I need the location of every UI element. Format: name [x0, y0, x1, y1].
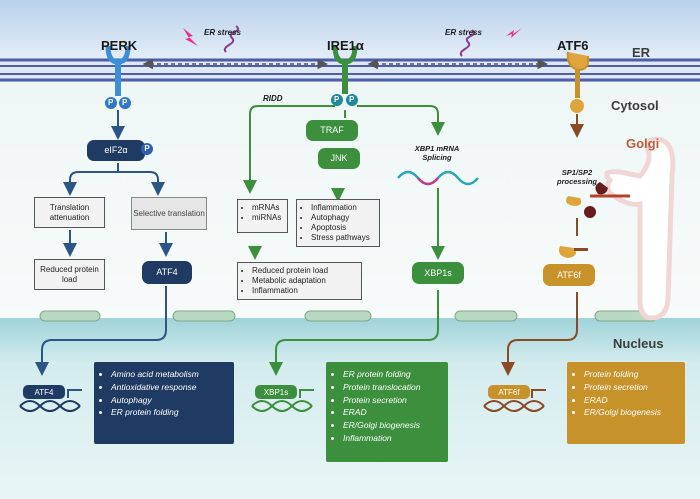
- atf6f-target-item: ERAD: [584, 394, 679, 407]
- jnk-outcome-item: Apoptosis: [311, 223, 376, 233]
- xbp1s-target-item: Protein secretion: [343, 394, 442, 407]
- ridd-outcome-item: Reduced protein load: [252, 266, 358, 276]
- xbp1s-target-item: Protein translocation: [343, 381, 442, 394]
- traf-node: TRAF: [306, 120, 358, 141]
- perk-title: PERK: [101, 38, 138, 53]
- xbp1-splicing-label: XBP1 mRNA Splicing: [414, 144, 460, 163]
- lightning-icon: [183, 28, 522, 46]
- jnk-node: JNK: [318, 148, 360, 169]
- selective-translation-box: Selective translation: [131, 197, 207, 230]
- perk-receptor: [105, 45, 131, 109]
- ridd-label: RIDD: [263, 94, 283, 103]
- atf6-arrows: [501, 114, 584, 376]
- jnk-outcome-item: Inflammation: [311, 203, 376, 213]
- region-er-label: ER: [632, 45, 651, 60]
- phospho-label: P: [122, 98, 128, 107]
- dna-atf6-icon: [483, 389, 546, 412]
- xbp1s-target-item: ERAD: [343, 406, 442, 419]
- atf4-nuclear-tag: ATF4: [23, 385, 65, 399]
- eif2a-node: eIF2α: [87, 140, 145, 161]
- ridd-outcome-item: Inflammation: [252, 286, 358, 296]
- xbp1s-target-item: ER protein folding: [343, 368, 442, 381]
- atf4-target-item: ER protein folding: [111, 406, 228, 419]
- sp1-sp2-processing-label: SP1/SP2 processing: [556, 168, 597, 187]
- jnk-outcome-item: Stress pathways: [311, 233, 376, 243]
- unfolded-protein-icon: [223, 25, 475, 57]
- reduced-protein-load-box: Reduced protein load: [34, 259, 105, 290]
- atf6f-target-item: Protein folding: [584, 368, 679, 381]
- protease-icon: [566, 182, 630, 218]
- xbp1s-target-item: ER/Golgi biogenesis: [343, 419, 442, 432]
- dna-perk-icon: [19, 389, 82, 412]
- atf6-fragment-icon: [559, 246, 588, 258]
- rna-target-item: miRNAs: [252, 213, 284, 223]
- er-lumen-bg: [0, 0, 700, 60]
- atf6f-targets-box: Protein foldingProtein secretionERADER/G…: [567, 362, 685, 444]
- atf6-title: ATF6: [557, 38, 589, 53]
- rna-target-item: mRNAs: [252, 203, 284, 213]
- xbp1s-node: XBP1s: [412, 262, 464, 284]
- atf4-targets-box: Amino acid metabolismAntioxidative respo…: [94, 362, 234, 444]
- ire1a-title: IRE1α: [327, 38, 364, 53]
- eif2a-phospho: P: [141, 143, 153, 155]
- dna-ire1-icon: [251, 389, 314, 412]
- translation-attenuation-box: Translation attenuation: [34, 197, 105, 228]
- atf6f-target-item: ER/Golgi biogenesis: [584, 406, 679, 419]
- ridd-outcomes-box: Reduced protein loadMetabolic adaptation…: [237, 262, 362, 300]
- atf4-target-item: Amino acid metabolism: [111, 368, 228, 381]
- region-nucleus-label: Nucleus: [613, 336, 664, 351]
- atf4-node: ATF4: [142, 261, 192, 284]
- atf6-receptor: [566, 51, 590, 113]
- atf6f-target-item: Protein secretion: [584, 381, 679, 394]
- xbp1s-target-item: Inflammation: [343, 432, 442, 445]
- perk-arrows: [35, 110, 173, 376]
- xbp1s-nuclear-tag: XBP1s: [255, 385, 297, 399]
- phospho-label: P: [108, 98, 114, 107]
- ridd-outcome-item: Metabolic adaptation: [252, 276, 358, 286]
- er-stress-label-right: ER stress: [445, 28, 482, 37]
- atf6f-nuclear-tag: ATF6f: [488, 385, 530, 399]
- golgi-body: [604, 136, 676, 321]
- jnk-outcomes-box: InflammationAutophagyApoptosisStress pat…: [296, 199, 380, 247]
- atf4-target-item: Autophagy: [111, 394, 228, 407]
- region-cytosol-label: Cytosol: [611, 98, 659, 113]
- xbp1s-targets-box: ER protein foldingProtein translocationP…: [326, 362, 448, 462]
- atf6f-node: ATF6f: [543, 264, 595, 286]
- jnk-outcome-item: Autophagy: [311, 213, 376, 223]
- ire1-arrows: [243, 105, 445, 376]
- phospho-label: P: [349, 95, 355, 104]
- phospho-label: P: [334, 95, 340, 104]
- atf4-target-item: Antioxidative response: [111, 381, 228, 394]
- er-stress-label-left: ER stress: [204, 28, 241, 37]
- region-golgi-label: Golgi: [626, 136, 660, 151]
- ire1-receptor: [331, 45, 358, 106]
- rna-targets-box: mRNAsmiRNAs: [237, 199, 288, 233]
